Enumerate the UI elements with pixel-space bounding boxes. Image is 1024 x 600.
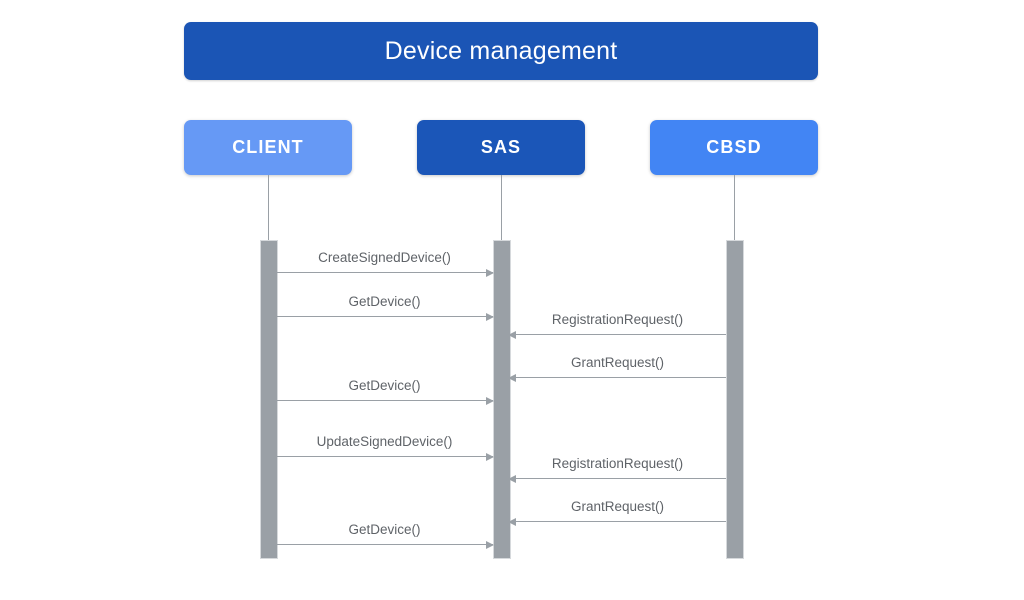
participant-cbsd[interactable]: CBSD (650, 120, 818, 175)
message-line (509, 377, 726, 378)
participant-label: SAS (480, 137, 522, 157)
message-label: RegistrationRequest() (551, 455, 684, 471)
message-label: GrantRequest() (570, 354, 665, 370)
participant-sas[interactable]: SAS (417, 120, 585, 175)
message-line (509, 478, 726, 479)
arrowhead-left-icon (508, 373, 516, 382)
arrowhead-left-icon (508, 474, 516, 483)
message-label: GrantRequest() (570, 498, 665, 514)
arrowhead-right-icon (486, 540, 494, 549)
activation-bar-client (260, 240, 278, 559)
message-label: GetDevice() (348, 377, 421, 393)
message-label: UpdateSignedDevice() (316, 433, 453, 449)
message-line (276, 400, 493, 401)
page-title: Device management (384, 36, 618, 65)
message-label: GetDevice() (348, 293, 421, 309)
message-label: GetDevice() (348, 521, 421, 537)
message-line (276, 456, 493, 457)
diagram-title-banner: Device management (184, 22, 818, 80)
message-line (509, 334, 726, 335)
message-label: RegistrationRequest() (551, 311, 684, 327)
message-line (276, 316, 493, 317)
arrowhead-right-icon (486, 396, 494, 405)
message-line (276, 544, 493, 545)
activation-bar-cbsd (726, 240, 744, 559)
arrowhead-left-icon (508, 330, 516, 339)
message-line (276, 272, 493, 273)
participant-client[interactable]: CLIENT (184, 120, 352, 175)
message-line (509, 521, 726, 522)
participant-label: CBSD (706, 137, 762, 157)
arrowhead-left-icon (508, 517, 516, 526)
arrowhead-right-icon (486, 268, 494, 277)
arrowhead-right-icon (486, 452, 494, 461)
message-label: CreateSignedDevice() (318, 249, 451, 265)
arrowhead-right-icon (486, 312, 494, 321)
participant-label: CLIENT (232, 137, 304, 157)
